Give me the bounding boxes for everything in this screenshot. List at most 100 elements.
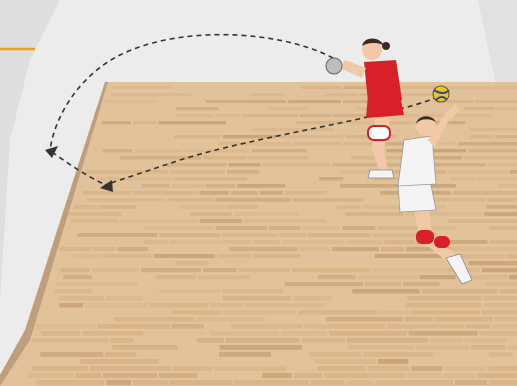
floor-plank bbox=[497, 135, 517, 138]
floor-plank bbox=[411, 310, 480, 315]
floor-plank bbox=[486, 205, 516, 209]
floor-plank bbox=[411, 366, 442, 371]
floor-plank bbox=[156, 275, 196, 279]
floor-plank bbox=[167, 163, 227, 167]
floor-plank bbox=[32, 338, 109, 343]
floor-plank bbox=[486, 282, 517, 286]
floor-plank bbox=[206, 184, 236, 188]
floor-plank bbox=[197, 338, 224, 343]
floor-plank bbox=[484, 93, 517, 96]
floor-plank bbox=[328, 219, 372, 223]
floor-plank bbox=[219, 352, 271, 357]
floor-plank bbox=[448, 170, 508, 174]
floor-plank bbox=[329, 331, 407, 336]
floor-plank bbox=[319, 177, 343, 181]
floor-plank bbox=[505, 233, 517, 237]
floor-plank bbox=[352, 289, 419, 293]
floor-plank bbox=[82, 331, 143, 336]
floor-plank bbox=[301, 170, 337, 174]
floor-plank bbox=[231, 191, 258, 195]
floor-plank bbox=[281, 331, 327, 336]
floor-plank bbox=[381, 247, 404, 251]
floor-plank bbox=[226, 338, 300, 343]
floor-plank bbox=[159, 289, 221, 293]
floor-plank bbox=[222, 310, 296, 315]
floor-plank bbox=[345, 212, 403, 216]
floor-plank bbox=[312, 289, 351, 293]
floor-plank bbox=[416, 345, 470, 350]
floor-plank bbox=[509, 338, 517, 343]
floor-plank bbox=[479, 331, 517, 336]
floor-plank bbox=[488, 163, 517, 167]
floor-plank bbox=[216, 226, 267, 230]
floor-plank bbox=[170, 240, 252, 244]
floor-plank bbox=[37, 380, 105, 385]
floor-plank bbox=[329, 191, 379, 195]
floor-plank bbox=[174, 177, 248, 181]
floor-plank bbox=[262, 163, 330, 167]
floor-plank bbox=[103, 149, 132, 152]
floor-plank bbox=[358, 275, 418, 279]
floor-plank bbox=[120, 219, 198, 223]
floor-plank bbox=[465, 338, 507, 343]
floor-plank bbox=[142, 184, 170, 188]
floor-plank bbox=[136, 338, 195, 343]
floor-plank bbox=[468, 149, 517, 152]
floor-plank bbox=[94, 275, 154, 279]
floor-plank bbox=[347, 380, 374, 385]
floor-plank bbox=[489, 226, 517, 230]
floor-plank bbox=[174, 135, 221, 138]
floor-plank bbox=[470, 128, 517, 131]
floor-plank bbox=[326, 317, 402, 322]
floor-plank bbox=[159, 121, 226, 124]
floor-plank bbox=[174, 366, 213, 371]
floor-plank bbox=[200, 219, 242, 223]
floor-plank bbox=[317, 366, 366, 371]
floor-plank bbox=[41, 317, 113, 322]
floor-plank bbox=[95, 289, 157, 293]
floor-plank bbox=[42, 331, 81, 336]
floor-plank bbox=[489, 352, 513, 357]
floor-plank bbox=[133, 191, 198, 195]
floor-plank bbox=[55, 282, 137, 286]
floor-plank bbox=[197, 317, 265, 322]
floor-plank bbox=[262, 373, 292, 378]
floor-plank bbox=[430, 338, 463, 343]
floor-plank bbox=[379, 310, 408, 315]
floor-plank bbox=[303, 226, 341, 230]
floor-plank bbox=[97, 324, 169, 329]
floor-plank bbox=[302, 254, 373, 258]
floor-plank bbox=[482, 268, 517, 272]
floor-plank bbox=[141, 268, 201, 272]
floor-plank bbox=[59, 303, 83, 308]
floor-plank bbox=[31, 345, 110, 350]
floor-plank bbox=[252, 128, 333, 131]
floor-plank bbox=[308, 233, 370, 237]
floor-plank bbox=[488, 366, 517, 371]
floor-plank bbox=[237, 184, 285, 188]
floor-plank bbox=[292, 268, 371, 272]
floor-plank bbox=[304, 345, 347, 350]
floor-plank bbox=[220, 107, 267, 110]
floor-plank bbox=[340, 184, 403, 188]
floor-plank bbox=[172, 310, 221, 315]
floor-plank bbox=[114, 86, 171, 89]
floor-plank bbox=[234, 212, 299, 216]
floor-plank bbox=[333, 163, 408, 167]
floor-plank bbox=[483, 303, 517, 308]
floor-plank bbox=[161, 359, 205, 364]
floor-plank bbox=[294, 142, 342, 145]
floor-plank bbox=[180, 345, 218, 350]
passer-hair-bun bbox=[382, 42, 390, 50]
floor-plank bbox=[377, 226, 420, 230]
floor-plank bbox=[285, 289, 310, 293]
floor-plank bbox=[374, 219, 446, 223]
floor-plank bbox=[253, 240, 280, 244]
floor-plank bbox=[455, 380, 487, 385]
floor-plank bbox=[251, 93, 284, 96]
floor-plank bbox=[302, 338, 345, 343]
floor-plank bbox=[170, 380, 233, 385]
floor-plank bbox=[87, 156, 118, 160]
floor-plank bbox=[249, 177, 317, 181]
